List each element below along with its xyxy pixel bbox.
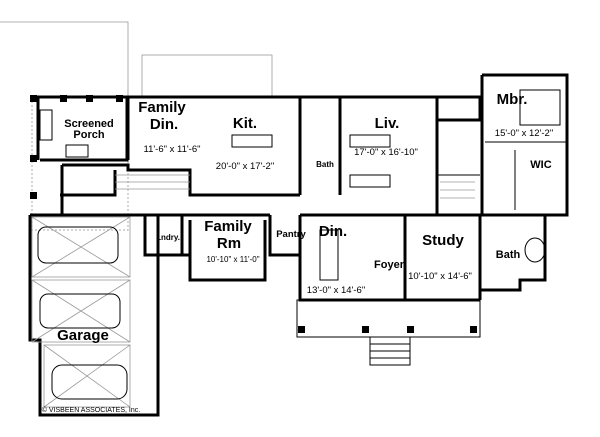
garage-label: Garage — [57, 327, 109, 344]
site-lines — [0, 21, 273, 98]
study-size: 10'-10" x 14'-6" — [408, 271, 472, 282]
wic-label: WIC — [530, 159, 551, 171]
bath-label: Bath — [316, 160, 334, 169]
liv-label: Liv. — [375, 115, 400, 132]
bath-2-label: Bath — [496, 249, 521, 261]
front-porch — [296, 299, 481, 366]
study-label: Study — [422, 232, 464, 249]
family-din-label-2: Din. — [150, 116, 178, 133]
family-din-label: Family — [138, 99, 186, 116]
foyer-label: Foyer — [374, 259, 405, 271]
mbr-size: 15'-0" x 12'-2" — [495, 128, 553, 139]
main-walls — [60, 95, 547, 302]
family-rm-label-2: Rm — [217, 235, 241, 252]
din-label: Din. — [319, 223, 347, 240]
pantry-label: Pantry — [276, 229, 306, 240]
kit-label: Kit. — [233, 115, 257, 132]
kit-size: 20'-0" x 17'-2" — [216, 161, 274, 172]
mbr-label: Mbr. — [497, 91, 528, 108]
din-size: 13'-0" x 14'-6" — [307, 285, 365, 296]
lndry-label: Lndry. — [156, 233, 180, 242]
liv-size: 17'-0" x 16'-10" — [354, 147, 418, 158]
screened-porch-label: Screened — [64, 118, 114, 130]
family-din-size: 11'-6" x 11'-6" — [143, 144, 200, 155]
master-suite-walls — [480, 73, 569, 263]
screened-porch-walls — [30, 95, 129, 231]
room-labels: Screened Porch Family Din. 11'-6" x 11'-… — [42, 91, 553, 414]
family-rm-size: 10'-10" x 11'-0" — [206, 255, 259, 264]
family-rm-label: Family — [204, 218, 252, 235]
screened-porch-label-2: Porch — [73, 129, 104, 141]
copyright-text: © VISBEEN ASSOCIATES, Inc. — [42, 406, 140, 414]
garage-walls — [28, 213, 160, 417]
